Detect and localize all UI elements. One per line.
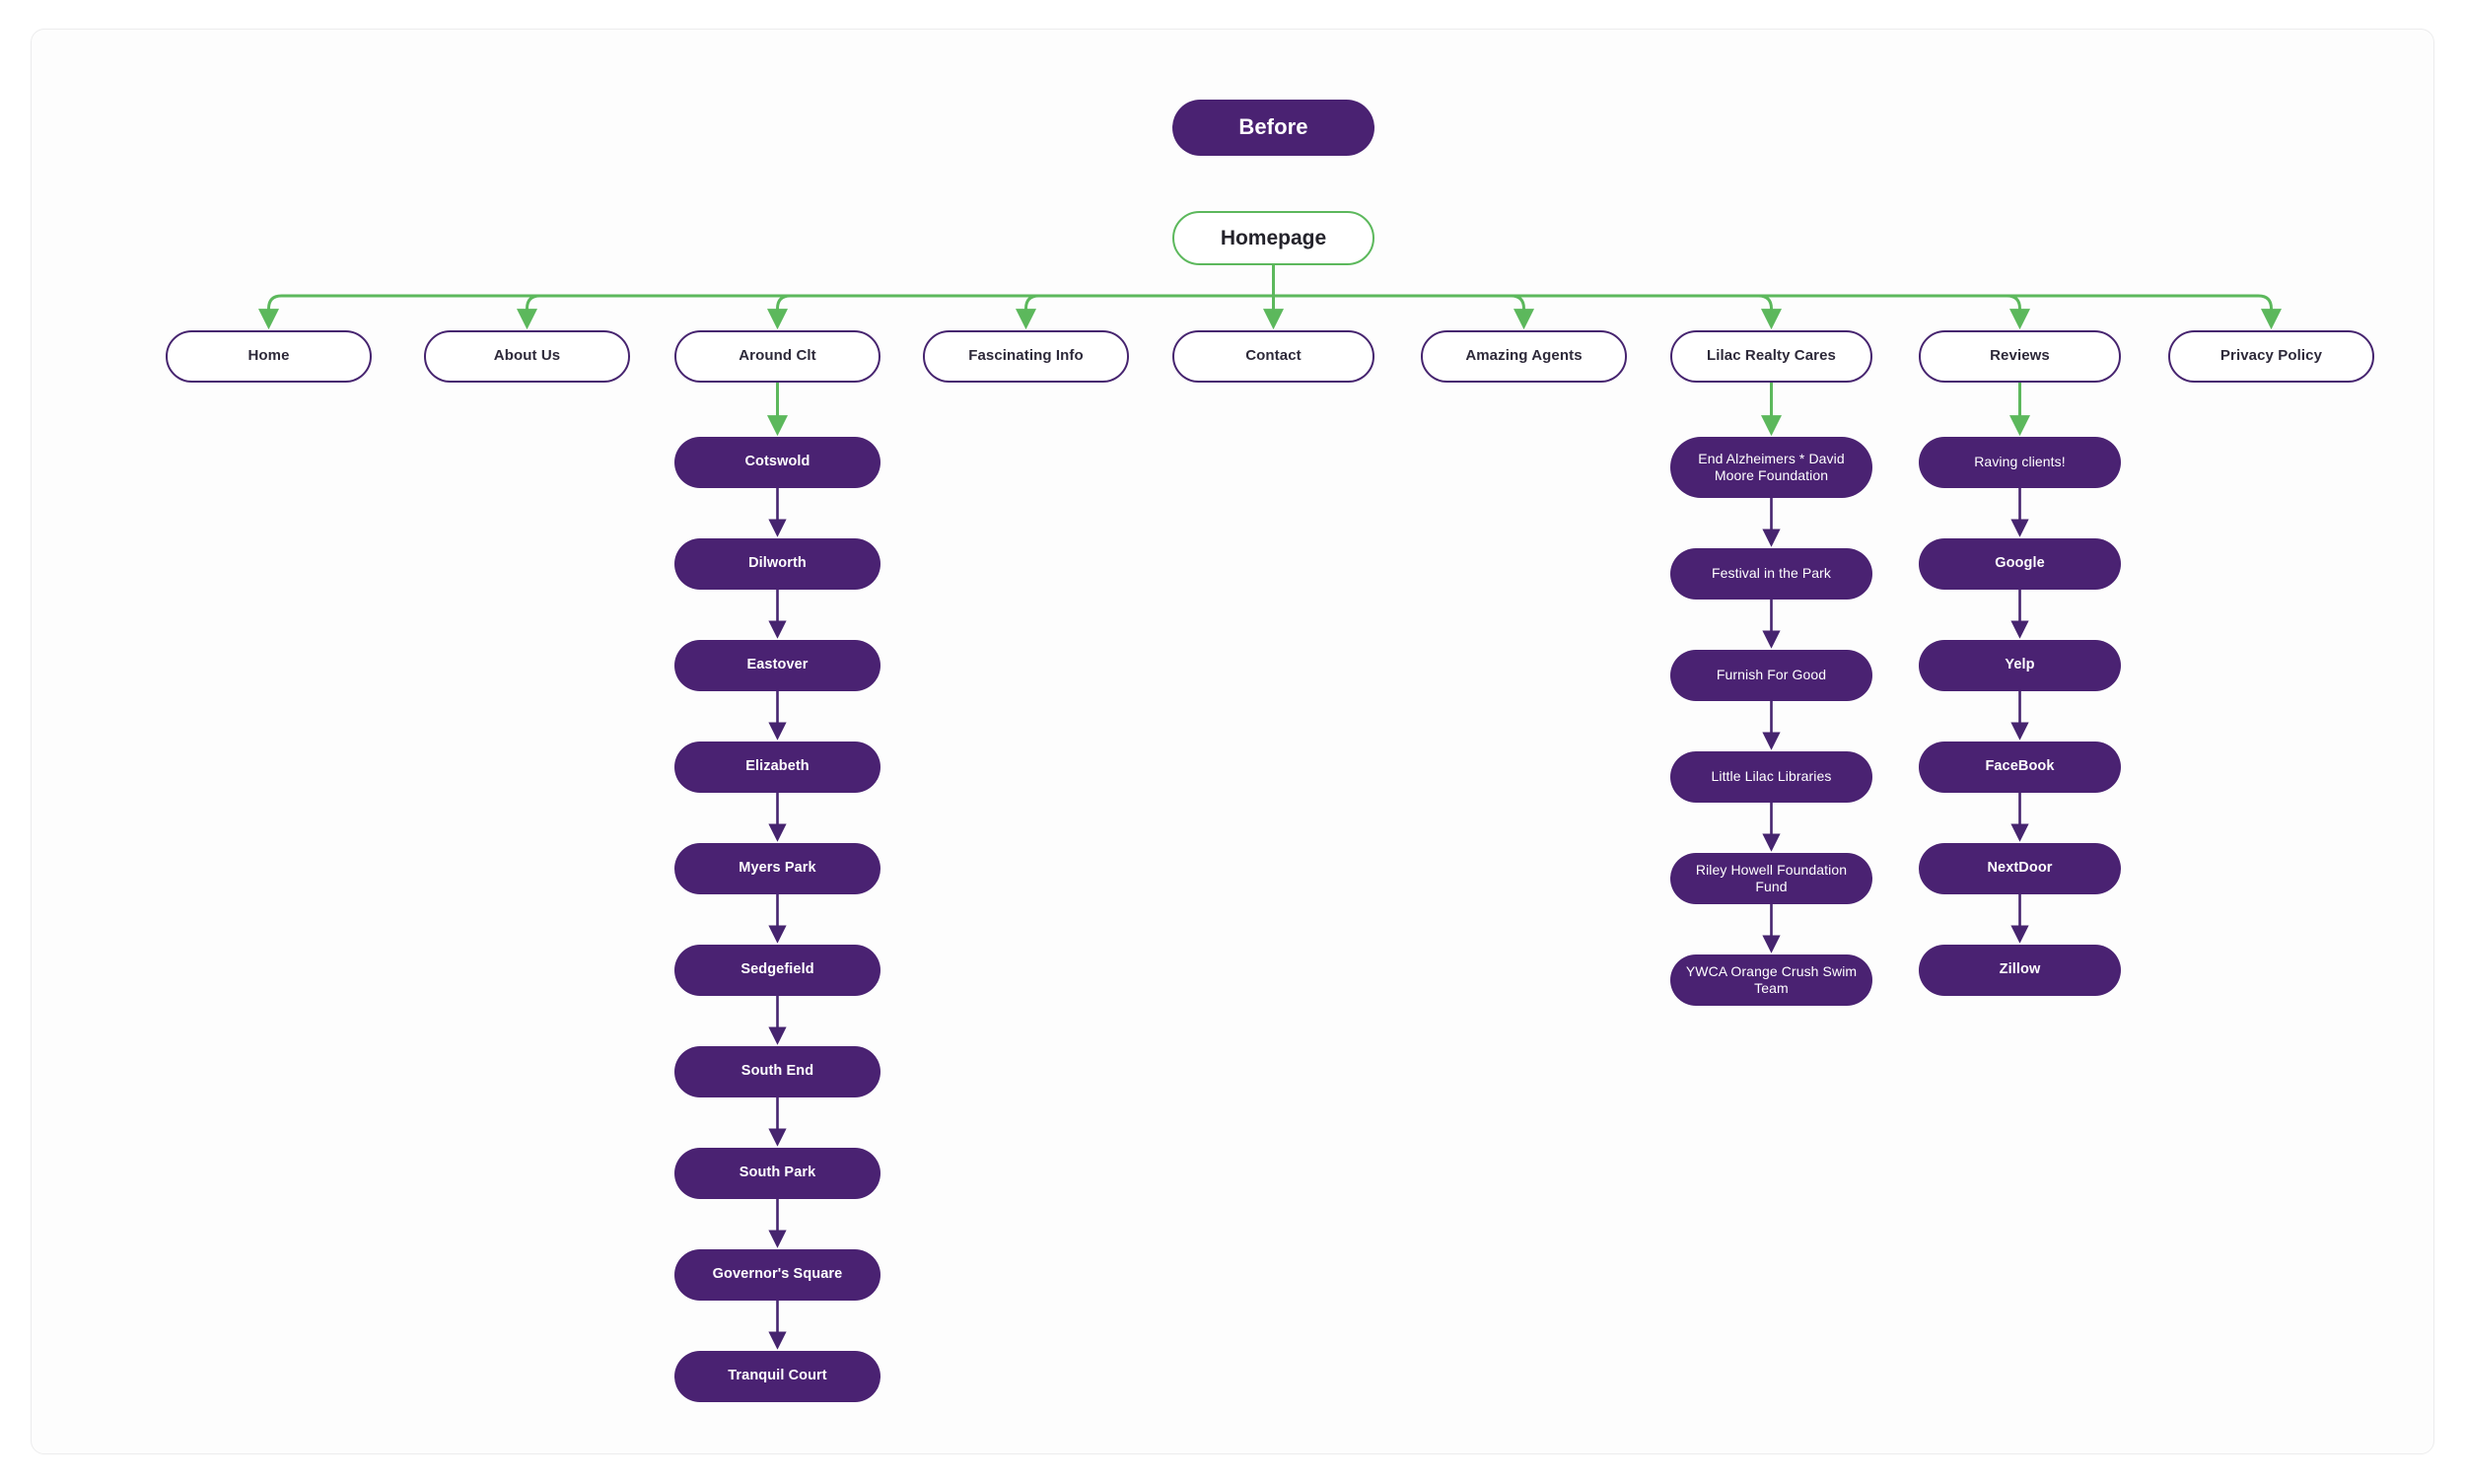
reviews-node-facebook[interactable]: FaceBook [1919, 742, 2121, 793]
nav-node-fascinating-info[interactable]: Fascinating Info [923, 330, 1129, 383]
around-clt-node-sedgefield[interactable]: Sedgefield [674, 945, 880, 996]
nav-node-amazing-agents[interactable]: Amazing Agents [1421, 330, 1627, 383]
around-clt-node-tranquil-court[interactable]: Tranquil Court [674, 1351, 880, 1402]
reviews-node-nextdoor[interactable]: NextDoor [1919, 843, 2121, 894]
around-clt-node-south-park[interactable]: South Park [674, 1148, 880, 1199]
nav-node-around-clt[interactable]: Around Clt [674, 330, 880, 383]
lilac-cares-node-end-alzheimers-david-moore-foundation[interactable]: End Alzheimers * David Moore Foundation [1670, 437, 1872, 498]
nav-node-contact[interactable]: Contact [1172, 330, 1374, 383]
lilac-cares-node-festival-in-the-park[interactable]: Festival in the Park [1670, 548, 1872, 600]
nav-node-privacy-policy[interactable]: Privacy Policy [2168, 330, 2374, 383]
nav-node-home[interactable]: Home [166, 330, 372, 383]
nav-node-about-us[interactable]: About Us [424, 330, 630, 383]
reviews-node-raving-clients[interactable]: Raving clients! [1919, 437, 2121, 488]
reviews-node-yelp[interactable]: Yelp [1919, 640, 2121, 691]
lilac-cares-node-ywca-orange-crush-swim-team[interactable]: YWCA Orange Crush Swim Team [1670, 954, 1872, 1006]
lilac-cares-node-riley-howell-foundation-fund[interactable]: Riley Howell Foundation Fund [1670, 853, 1872, 904]
reviews-node-zillow[interactable]: Zillow [1919, 945, 2121, 996]
around-clt-node-eastover[interactable]: Eastover [674, 640, 880, 691]
nav-node-lilac-realty-cares[interactable]: Lilac Realty Cares [1670, 330, 1872, 383]
node-before[interactable]: Before [1172, 100, 1374, 156]
around-clt-node-governor-s-square[interactable]: Governor's Square [674, 1249, 880, 1301]
reviews-node-google[interactable]: Google [1919, 538, 2121, 590]
around-clt-node-cotswold[interactable]: Cotswold [674, 437, 880, 488]
around-clt-node-elizabeth[interactable]: Elizabeth [674, 742, 880, 793]
node-homepage[interactable]: Homepage [1172, 211, 1374, 265]
around-clt-node-south-end[interactable]: South End [674, 1046, 880, 1097]
around-clt-node-myers-park[interactable]: Myers Park [674, 843, 880, 894]
lilac-cares-node-furnish-for-good[interactable]: Furnish For Good [1670, 650, 1872, 701]
nav-node-reviews[interactable]: Reviews [1919, 330, 2121, 383]
around-clt-node-dilworth[interactable]: Dilworth [674, 538, 880, 590]
lilac-cares-node-little-lilac-libraries[interactable]: Little Lilac Libraries [1670, 751, 1872, 803]
